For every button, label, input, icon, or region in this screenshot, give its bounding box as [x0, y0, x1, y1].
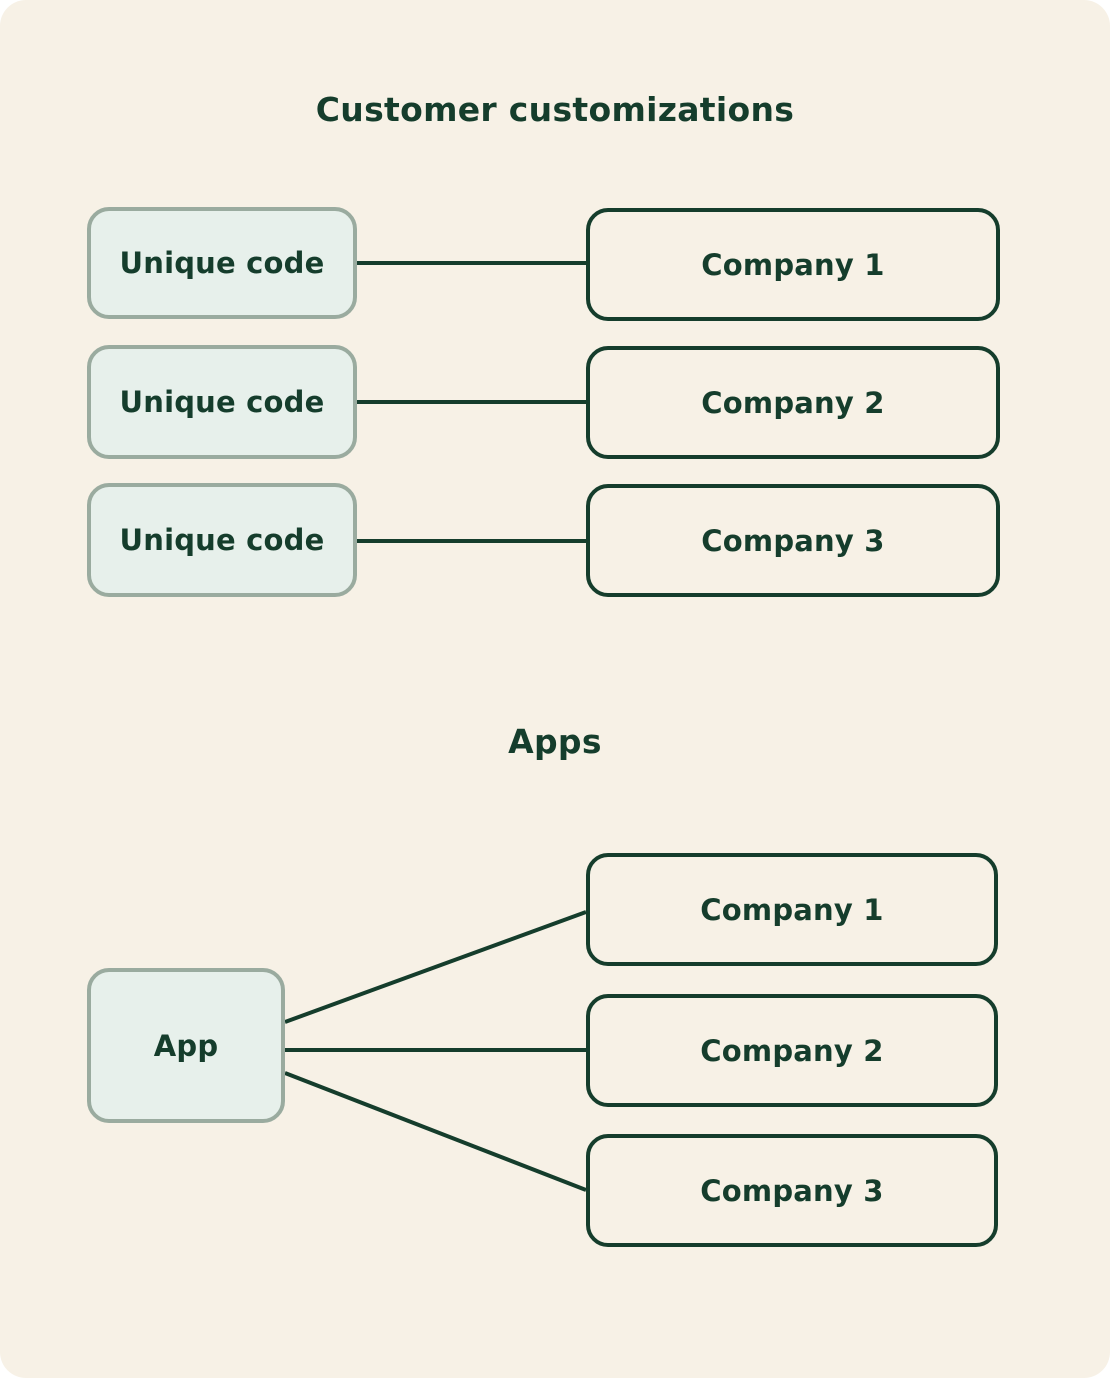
customization-company-label-2: Company 2 — [701, 385, 885, 420]
apps-company-node-2: Company 2 — [586, 994, 998, 1107]
unique-code-node-3: Unique code — [87, 483, 357, 597]
unique-code-label-1: Unique code — [119, 246, 325, 280]
apps-company-node-1: Company 1 — [586, 853, 998, 966]
customization-company-node-2: Company 2 — [586, 346, 1000, 459]
customization-company-node-3: Company 3 — [586, 484, 1000, 597]
app-node: App — [87, 968, 285, 1123]
unique-code-label-3: Unique code — [119, 523, 325, 557]
apps-company-node-3: Company 3 — [586, 1134, 998, 1247]
customization-company-label-3: Company 3 — [701, 523, 885, 558]
apps-company-label-2: Company 2 — [700, 1033, 884, 1068]
customization-company-node-1: Company 1 — [586, 208, 1000, 321]
apps-section-title: Apps — [508, 722, 602, 761]
link-app-company1 — [284, 910, 587, 1024]
app-label: App — [153, 1028, 219, 1063]
link-app-company3 — [284, 1071, 587, 1192]
unique-code-label-2: Unique code — [119, 385, 325, 419]
customization-company-label-1: Company 1 — [701, 247, 885, 282]
apps-company-label-1: Company 1 — [700, 892, 884, 927]
unique-code-node-1: Unique code — [87, 207, 357, 319]
unique-code-node-2: Unique code — [87, 345, 357, 459]
customizations-section-title: Customer customizations — [315, 90, 795, 129]
apps-company-label-3: Company 3 — [700, 1173, 884, 1208]
